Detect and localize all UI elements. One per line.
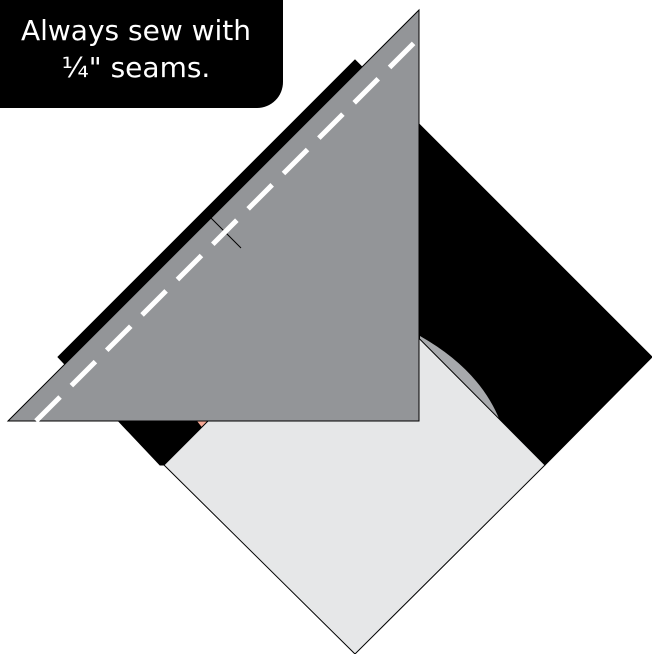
seam-callout-text: Always sew with ¼" seams. (0, 12, 272, 86)
callout-line-1: Always sew with (21, 14, 251, 47)
callout-line-2: ¼" seams. (62, 51, 211, 84)
seam-callout-box: Always sew with ¼" seams. (0, 0, 283, 108)
